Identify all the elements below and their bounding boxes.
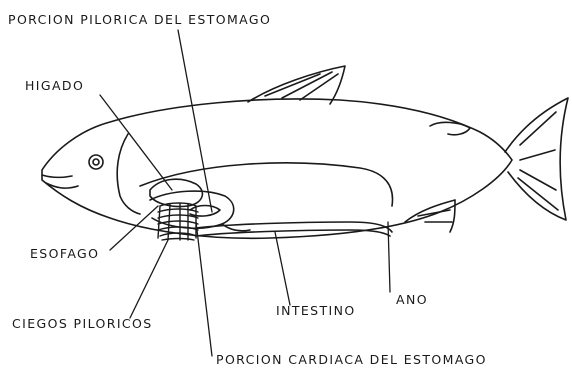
leader-porcion-pilorica bbox=[178, 30, 212, 212]
label-higado: HIGADO bbox=[25, 80, 84, 93]
label-porcion-cardiaca: PORCION CARDIACA DEL ESTOMAGO bbox=[216, 354, 487, 367]
fish-mouth bbox=[42, 175, 72, 177]
leader-higado bbox=[100, 95, 172, 190]
fish-eye bbox=[89, 155, 103, 169]
body-cavity-line bbox=[140, 163, 393, 206]
intestine-lower bbox=[196, 230, 390, 236]
tail-fin bbox=[505, 98, 568, 220]
label-esofago: ESOFAGO bbox=[30, 248, 99, 261]
leader-ano bbox=[388, 222, 390, 292]
tail-fin-ray bbox=[520, 150, 555, 160]
fish-body-outline bbox=[42, 99, 512, 238]
fish-eye-pupil bbox=[93, 159, 99, 165]
label-ano: ANO bbox=[396, 294, 428, 307]
leader-ciegos-piloricos bbox=[130, 240, 168, 318]
leader-intestino bbox=[275, 232, 290, 305]
label-ciegos-piloricos: CIEGOS PILORICOS bbox=[12, 318, 153, 331]
label-intestino: INTESTINO bbox=[276, 305, 356, 318]
leader-porcion-cardiaca bbox=[196, 222, 212, 356]
tail-fin-ray bbox=[520, 170, 556, 190]
label-porcion-pilorica: PORCION PILORICA DEL ESTOMAGO bbox=[8, 14, 271, 27]
tail-fin-ray bbox=[518, 178, 558, 210]
gill-cover bbox=[117, 134, 140, 214]
